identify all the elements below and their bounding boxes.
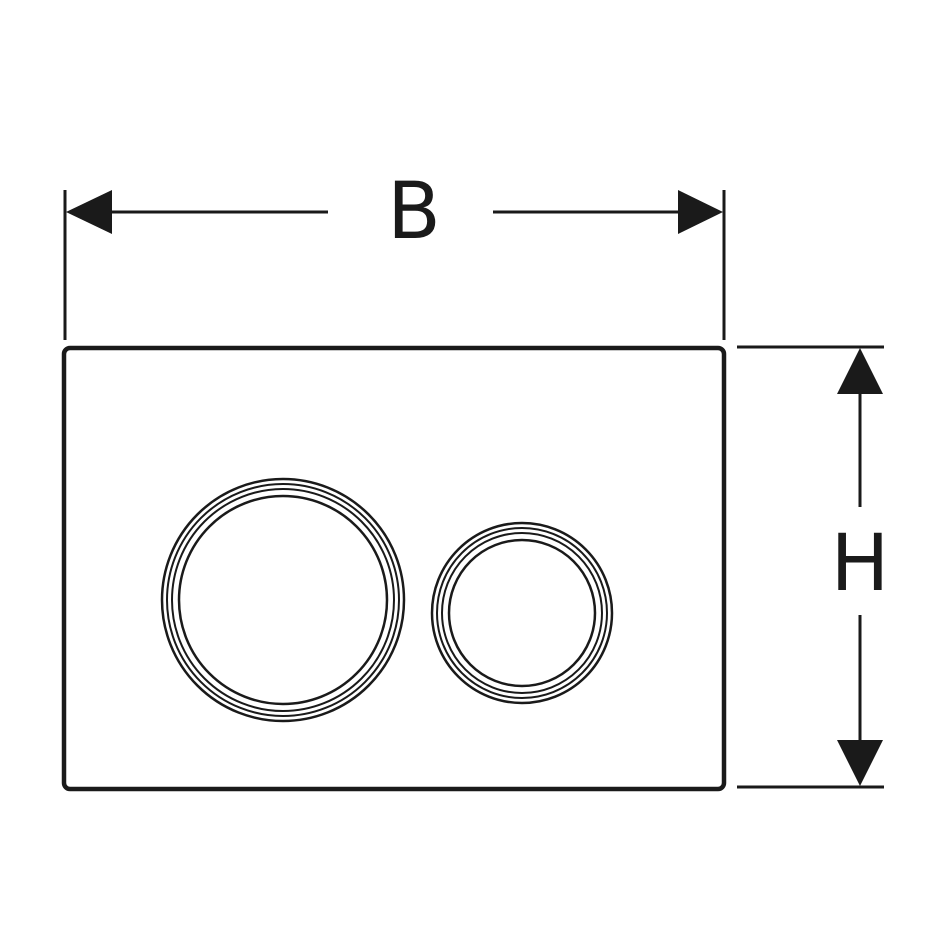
height-label: H	[831, 519, 890, 609]
width-label: B	[387, 167, 441, 257]
flush-plate	[61, 345, 727, 792]
width-arrowhead-left	[66, 190, 112, 234]
height-arrowhead-top	[837, 348, 883, 394]
width-arrowhead-right	[678, 190, 723, 234]
height-dimension	[737, 345, 884, 789]
height-arrowhead-bottom	[837, 740, 883, 786]
large-flush-button	[160, 477, 406, 723]
width-dimension	[63, 190, 726, 340]
small-flush-button	[430, 521, 614, 705]
